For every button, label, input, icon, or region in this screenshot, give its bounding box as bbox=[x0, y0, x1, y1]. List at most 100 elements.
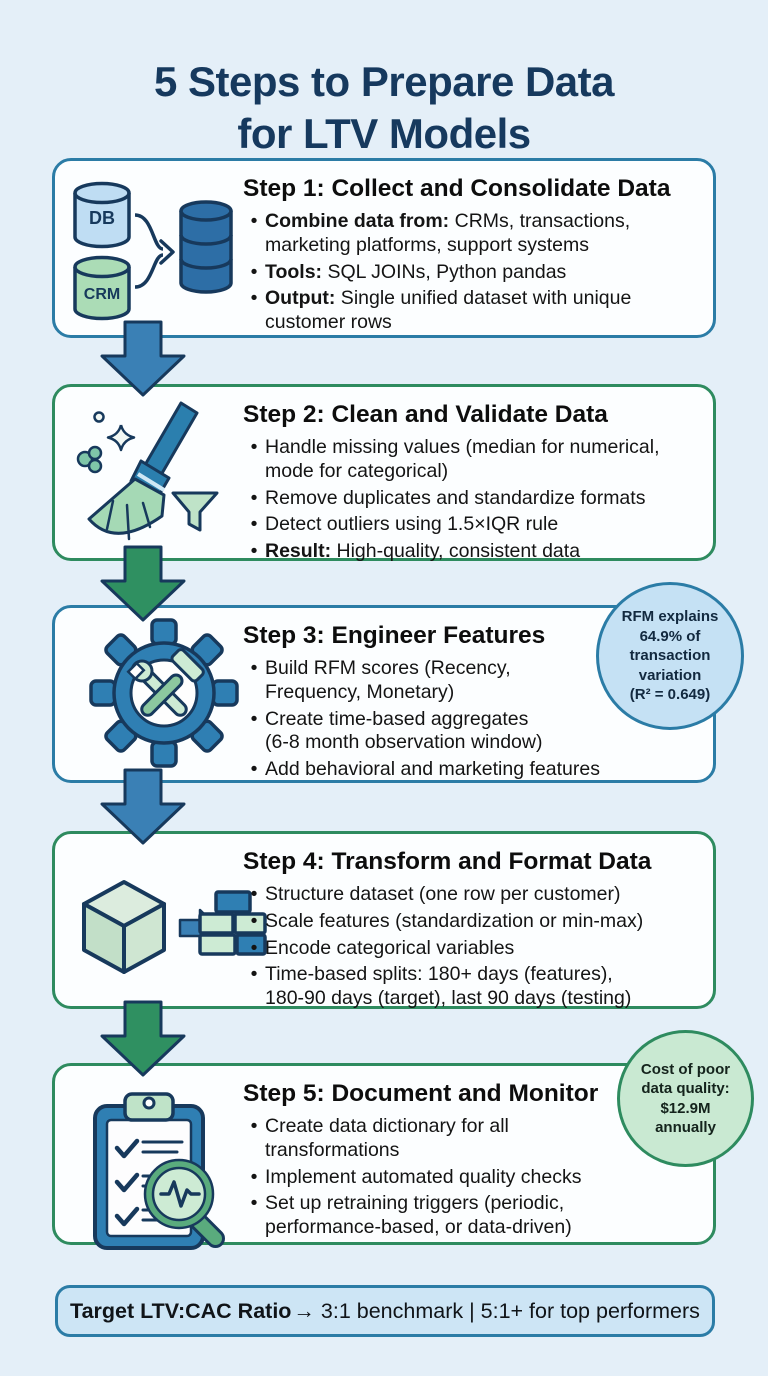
bullet-dot: • bbox=[250, 707, 258, 730]
bullet-dot: • bbox=[250, 1192, 258, 1215]
bullet-dot: • bbox=[250, 1165, 258, 1188]
step-5-content: Step 5: Document and Monitor • Create da… bbox=[243, 1080, 719, 1240]
bullet-item: • Scale features (standardization or min… bbox=[243, 910, 719, 934]
step-5-box: Step 5: Document and Monitor • Create da… bbox=[52, 1063, 719, 1250]
bullet-item: • Create time-based aggregates (6-8 mont… bbox=[243, 708, 719, 756]
footer-bold-label: Target LTV:CAC Ratio bbox=[70, 1298, 292, 1323]
bullet-item: • Detect outliers using 1.5×IQR rule bbox=[243, 513, 719, 537]
bullet-dot: • bbox=[250, 260, 258, 283]
bullet-bold: Tools: bbox=[265, 260, 323, 283]
flow-arrow-icon bbox=[98, 768, 188, 846]
bullet-text: Detect outliers using 1.5×IQR rule bbox=[265, 513, 558, 537]
flow-arrow-icon bbox=[98, 320, 188, 398]
gear-tools-icon bbox=[89, 618, 239, 768]
bullet-rest: Add behavioral and marketing features bbox=[265, 758, 600, 781]
bullet-dot: • bbox=[250, 436, 258, 458]
bullet-text: Output: Single unified dataset with uniq… bbox=[265, 287, 631, 335]
bullet-dot: • bbox=[250, 210, 258, 232]
step-1-title: Step 1: Collect and Consolidate Data bbox=[243, 175, 671, 202]
bullet-dot: • bbox=[250, 657, 258, 679]
bullet-text: Implement automated quality checks bbox=[265, 1166, 582, 1190]
bullet-rest: Structure dataset (one row per customer) bbox=[265, 883, 621, 905]
bullet-bold: Output: bbox=[265, 287, 336, 310]
databases-merge-icon: DB CRM bbox=[59, 169, 235, 329]
bullet-item: • Encode categorical variables bbox=[243, 937, 719, 961]
crm-label: CRM bbox=[84, 286, 120, 303]
step-4-content: Step 4: Transform and Format Data • Stru… bbox=[243, 848, 719, 1011]
bullet-text: Encode categorical variables bbox=[265, 937, 514, 961]
bullet-rest: Scale features (standardization or min-m… bbox=[265, 909, 644, 932]
step-3-content: Step 3: Engineer Features • Build RFM sc… bbox=[243, 622, 719, 782]
bullet-text: Time-based splits: 180+ days (features),… bbox=[265, 963, 631, 1011]
callout-cost-badge: Cost of poor data quality: $12.9M annual… bbox=[617, 1030, 754, 1167]
page-title: 5 Steps to Prepare Data for LTV Models bbox=[153, 58, 615, 158]
db-label: DB bbox=[89, 208, 115, 228]
clipboard-monitor-icon bbox=[79, 1086, 239, 1258]
step-4-title: Step 4: Transform and Format Data bbox=[243, 848, 652, 875]
broom-clean-icon bbox=[65, 397, 223, 549]
step-2-title: Step 2: Clean and Validate Data bbox=[243, 401, 608, 428]
cube-to-bricks-icon bbox=[58, 870, 268, 1000]
bullet-bold: Result: bbox=[265, 540, 332, 563]
bullet-rest: Create time-based aggregates (6-8 month … bbox=[265, 707, 543, 754]
bullet-text: Create time-based aggregates (6-8 month … bbox=[265, 708, 542, 756]
bullet-text: Handle missing values (median for numeri… bbox=[265, 436, 660, 484]
bullet-rest: Time-based splits: 180+ days (features),… bbox=[265, 963, 632, 1010]
step-2-content: Step 2: Clean and Validate Data • Handle… bbox=[243, 401, 719, 564]
bullet-rest: High-quality, consistent data bbox=[331, 540, 581, 563]
bullet-text: Tools: SQL JOINs, Python pandas bbox=[265, 261, 566, 285]
bullet-item: • Build RFM scores (Recency, Frequency, … bbox=[243, 657, 719, 705]
bullet-item: • Add behavioral and marketing features bbox=[243, 758, 719, 782]
bullet-rest: Build RFM scores (Recency, Frequency, Mo… bbox=[265, 657, 511, 703]
footer-benchmark-bar: Target LTV:CAC Ratio → 3:1 benchmark | 5… bbox=[55, 1285, 715, 1337]
step-1-box: DB CRM Step 1: Collect and Consolidate D… bbox=[52, 158, 716, 338]
step-1-content: Step 1: Collect and Consolidate Data • C… bbox=[243, 175, 719, 335]
bullet-rest: Detect outliers using 1.5×IQR rule bbox=[265, 513, 559, 536]
bullet-item: • Handle missing values (median for nume… bbox=[243, 436, 719, 484]
bullet-rest: Encode categorical variables bbox=[265, 936, 515, 959]
bullet-rest: SQL JOINs, Python pandas bbox=[322, 260, 567, 283]
bullet-text: Scale features (standardization or min-m… bbox=[265, 910, 643, 934]
bullet-rest: Set up retraining triggers (periodic, pe… bbox=[265, 1192, 572, 1239]
footer-rest-text: → 3:1 benchmark | 5:1+ for top performer… bbox=[293, 1298, 700, 1323]
bullet-item: • Set up retraining triggers (periodic, … bbox=[243, 1192, 719, 1240]
bullet-text: Remove duplicates and standardize format… bbox=[265, 487, 645, 511]
bullet-rest: Implement automated quality checks bbox=[265, 1165, 582, 1188]
bullet-rest: CRMs, transactions, marketing platforms,… bbox=[265, 210, 631, 256]
bullet-item: • Tools: SQL JOINs, Python pandas bbox=[243, 261, 719, 285]
bullet-dot: • bbox=[250, 963, 258, 986]
step-3-title: Step 3: Engineer Features bbox=[243, 622, 546, 649]
bullet-item: • Implement automated quality checks bbox=[243, 1166, 719, 1190]
bullet-rest: Create data dictionary for all transform… bbox=[265, 1115, 509, 1161]
bullet-dot: • bbox=[250, 758, 258, 781]
bullet-rest: Single unified dataset with unique custo… bbox=[265, 287, 632, 334]
bullet-dot: • bbox=[250, 909, 258, 932]
flow-arrow-icon bbox=[98, 545, 188, 623]
bullet-dot: • bbox=[250, 936, 258, 959]
bullet-text: Structure dataset (one row per customer) bbox=[265, 883, 621, 907]
bullet-item: • Output: Single unified dataset with un… bbox=[243, 287, 719, 335]
bullet-item: • Combine data from: CRMs, transactions,… bbox=[243, 210, 719, 258]
step-3-box: Step 3: Engineer Features • Build RFM sc… bbox=[52, 605, 716, 783]
bullet-item: • Structure dataset (one row per custome… bbox=[243, 883, 719, 907]
bullet-text: Build RFM scores (Recency, Frequency, Mo… bbox=[265, 657, 511, 705]
bullet-dot: • bbox=[250, 1115, 258, 1137]
bullet-text: Set up retraining triggers (periodic, pe… bbox=[265, 1192, 572, 1240]
bullet-item: • Remove duplicates and standardize form… bbox=[243, 487, 719, 511]
bullet-bold: Combine data from: bbox=[265, 210, 450, 232]
bullet-item: • Result: High-quality, consistent data bbox=[243, 540, 719, 564]
callout-rfm-badge: RFM explains 64.9% of transaction variat… bbox=[596, 582, 744, 730]
step-4-box: Step 4: Transform and Format Data • Stru… bbox=[52, 831, 716, 1009]
bullet-dot: • bbox=[250, 883, 258, 905]
bullet-text: Add behavioral and marketing features bbox=[265, 758, 600, 782]
bullet-item: • Time-based splits: 180+ days (features… bbox=[243, 963, 719, 1011]
bullet-rest: Handle missing values (median for numeri… bbox=[265, 436, 660, 482]
bullet-dot: • bbox=[250, 287, 258, 310]
step-5-title: Step 5: Document and Monitor bbox=[243, 1080, 599, 1107]
bullet-text: Result: High-quality, consistent data bbox=[265, 540, 580, 564]
step-2-box: Step 2: Clean and Validate Data • Handle… bbox=[52, 384, 719, 564]
bullet-dot: • bbox=[250, 540, 258, 563]
bullet-item: • Create data dictionary for all transfo… bbox=[243, 1115, 719, 1163]
bullet-dot: • bbox=[250, 513, 258, 536]
